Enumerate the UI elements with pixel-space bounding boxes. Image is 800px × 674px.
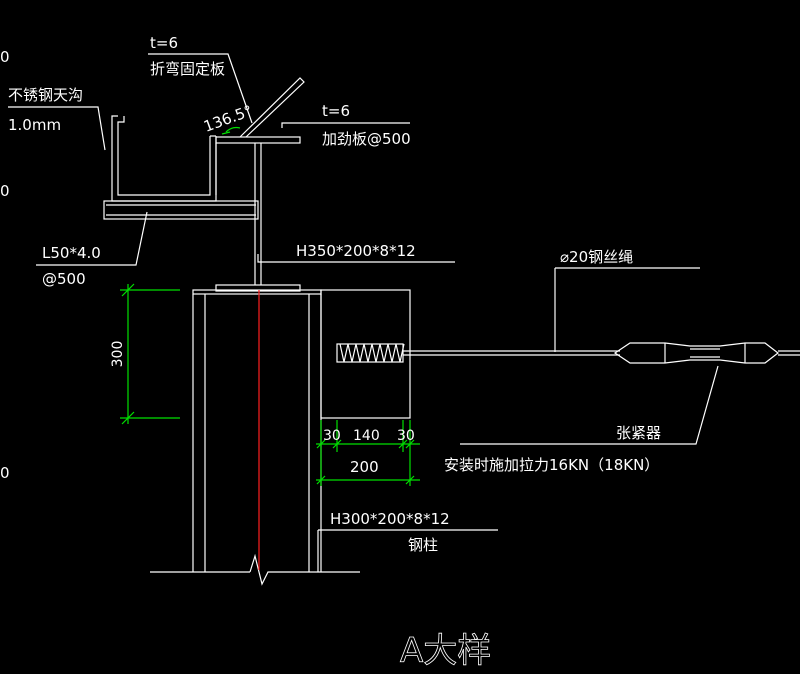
angle-arc [225,126,241,133]
rope-label: ⌀20钢丝绳 [560,248,633,266]
edge-mark-1: 0 [0,48,10,66]
angle-tick [221,131,231,135]
angle-spacing-label: @500 [42,270,86,288]
leaders [8,53,719,572]
steel-rope [403,350,800,356]
drawing-title: A大样 [400,631,491,671]
dim-30-left: 30 [323,428,341,444]
tensioner-label: 张紧器 [616,424,661,442]
bent-fixing-plate [215,77,305,195]
bent-plate-name-label: 折弯固定板 [150,60,225,78]
tensioner-device [613,342,779,364]
side-bracket [320,289,411,419]
edge-mark-2: 0 [0,182,10,200]
column-name-label: 钢柱 [408,536,438,554]
bent-plate-thickness-label: t=6 [150,34,178,52]
dim-horizontal: 30 140 30 200 [316,420,420,486]
gutter-name-label: 不锈钢天沟 [8,86,83,104]
stiffener-name-label: 加劲板@500 [322,130,411,148]
edge-mark-3: 0 [0,464,10,482]
dim-30-right: 30 [397,428,415,444]
column-section-label: H300*200*8*12 [330,510,450,528]
tension-force-label: 安装时施加拉力16KN（18KN） [444,456,659,474]
dim-300-label: 300 [110,341,126,368]
gutter-thickness-label: 1.0mm [8,116,61,134]
beam-web [215,143,301,292]
stiffener-thickness-label: t=6 [322,102,350,120]
stainless-gutter [111,115,217,202]
angle-steel [103,200,259,220]
dim-200: 200 [350,458,379,476]
dim-140: 140 [353,428,380,444]
dim-vertical-300: 300 [110,283,180,425]
angle-steel-label: L50*4.0 [42,244,101,262]
beam-section-label: H350*200*8*12 [296,242,416,260]
